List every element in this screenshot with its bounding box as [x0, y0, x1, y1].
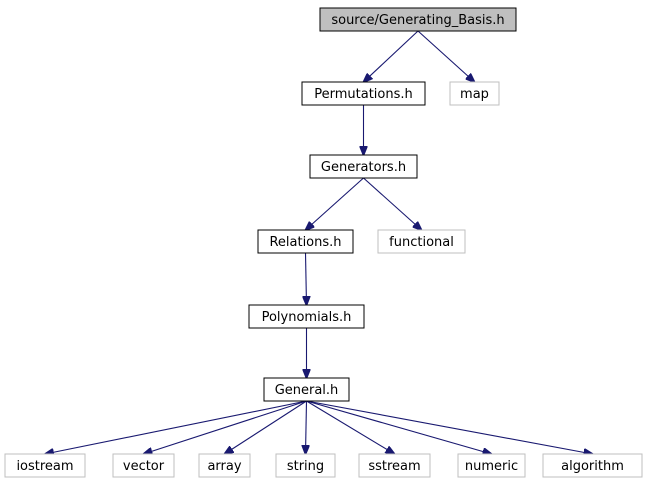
edge-general-to-string [306, 400, 307, 454]
node-box-root [319, 7, 517, 32]
node-label-algorithm: algorithm [561, 459, 624, 474]
node-box-functional [377, 229, 466, 254]
node-label-permutations: Permutations.h [314, 87, 413, 102]
edge-general-to-sstream [306, 400, 395, 454]
node-numeric: numeric [457, 453, 526, 478]
node-label-vector: vector [123, 459, 165, 474]
node-box-relations [257, 229, 354, 254]
node-label-sstream: sstream [368, 459, 420, 474]
node-label-numeric: numeric [465, 459, 518, 474]
node-vector: vector [112, 453, 175, 478]
edge-general-to-array [225, 400, 307, 454]
node-root[interactable]: source/Generating_Basis.h [319, 7, 517, 32]
node-general[interactable]: General.h [263, 377, 350, 402]
node-label-iostream: iostream [16, 459, 73, 474]
node-label-functional: functional [389, 235, 454, 250]
node-label-relations: Relations.h [269, 235, 341, 250]
node-box-algorithm [542, 453, 643, 478]
node-box-array [198, 453, 251, 478]
edge-generators-to-relations [306, 177, 364, 230]
node-label-string: string [287, 459, 324, 474]
node-box-general [263, 377, 350, 402]
node-label-generators: Generators.h [321, 160, 406, 175]
edge-root-to-permutations [364, 30, 419, 82]
node-string: string [275, 453, 336, 478]
edge-general-to-iostream [45, 400, 307, 454]
node-label-polynomials: Polynomials.h [262, 310, 352, 325]
edge-generators-to-functional [363, 177, 422, 230]
node-algorithm: algorithm [542, 453, 643, 478]
edge-general-to-algorithm [306, 400, 593, 454]
node-polynomials[interactable]: Polynomials.h [248, 304, 365, 329]
edge-general-to-numeric [306, 400, 492, 454]
node-box-string [275, 453, 336, 478]
node-array: array [198, 453, 251, 478]
node-box-numeric [457, 453, 526, 478]
node-permutations[interactable]: Permutations.h [301, 81, 426, 106]
edge-relations-to-polynomials [306, 252, 307, 305]
edge-general-to-vector [144, 400, 307, 454]
node-label-root: source/Generating_Basis.h [331, 13, 504, 28]
edges-layer [45, 30, 593, 454]
node-map: map [449, 81, 500, 106]
node-box-sstream [358, 453, 431, 478]
node-label-map: map [460, 87, 489, 102]
node-sstream: sstream [358, 453, 431, 478]
edge-root-to-map [417, 30, 475, 82]
node-box-polynomials [248, 304, 365, 329]
node-box-generators [309, 154, 418, 179]
node-box-map [449, 81, 500, 106]
node-box-iostream [4, 453, 86, 478]
node-iostream: iostream [4, 453, 86, 478]
node-box-permutations [301, 81, 426, 106]
node-generators[interactable]: Generators.h [309, 154, 418, 179]
node-label-array: array [207, 459, 241, 474]
node-relations[interactable]: Relations.h [257, 229, 354, 254]
node-box-vector [112, 453, 175, 478]
node-label-general: General.h [275, 383, 339, 398]
node-functional: functional [377, 229, 466, 254]
